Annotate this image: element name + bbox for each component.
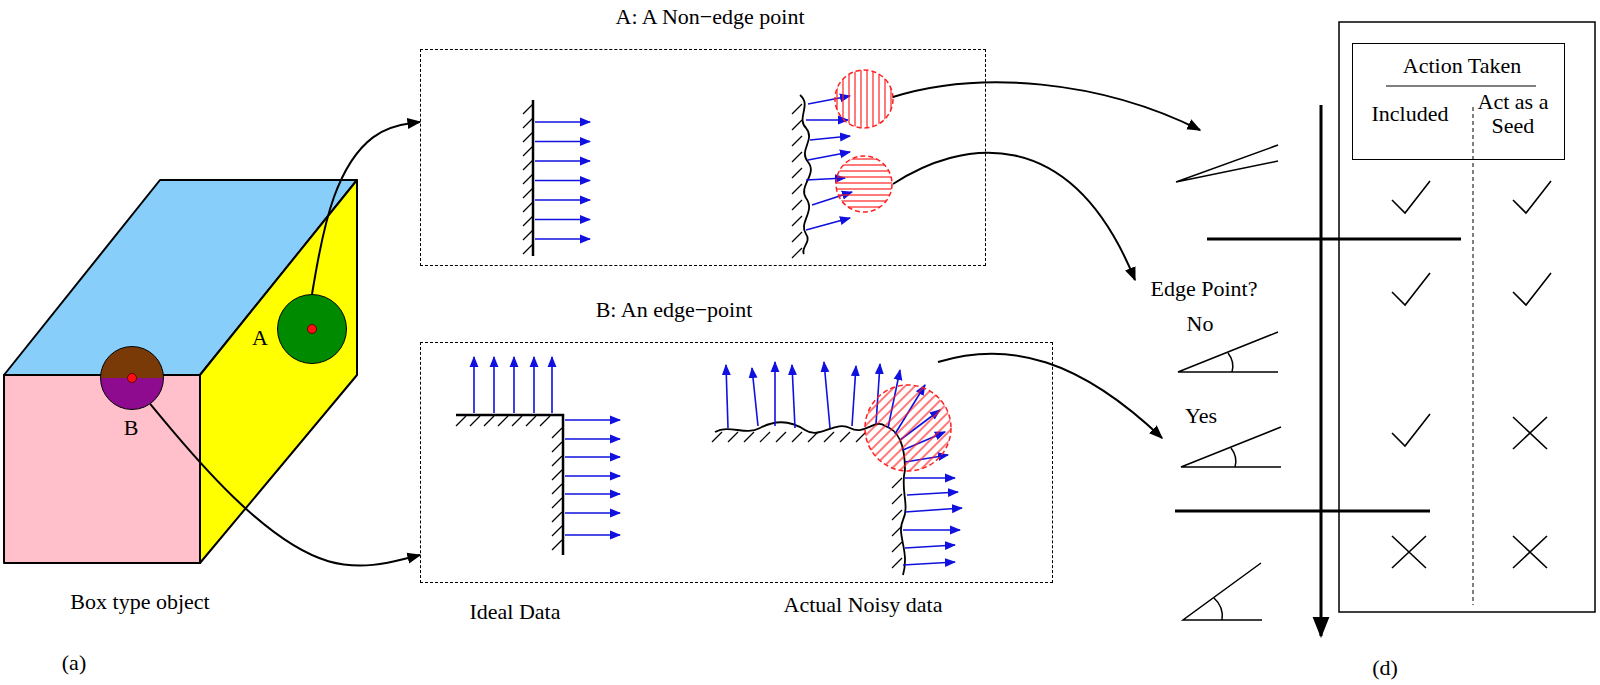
- connector-arrow: [312, 122, 420, 294]
- panel-box: A: A Non−edge point: [420, 49, 986, 266]
- answer-label: Yes: [1185, 404, 1217, 428]
- table-header: Action TakenIncluded Act as a Seed: [1352, 43, 1565, 160]
- panel-title: A: A Non−edge point: [615, 5, 804, 29]
- point-letter: A: [252, 326, 268, 350]
- figure-caption: Box type object: [70, 590, 209, 614]
- neighbourhood-circles: [835, 70, 951, 471]
- box-object: [4, 180, 357, 563]
- panel-tag: (a): [62, 651, 86, 675]
- centre-dot: [307, 324, 317, 334]
- data-caption: Ideal Data: [470, 600, 561, 624]
- column-heading: Act as a Seed: [1467, 90, 1559, 138]
- answer-label: No: [1187, 312, 1214, 336]
- table-heading: Action Taken: [1403, 54, 1521, 78]
- panel-title: B: An edge−point: [596, 298, 753, 322]
- centre-dot: [127, 373, 137, 383]
- point-circle: A: [277, 294, 347, 364]
- angle-symbols: [1176, 145, 1281, 620]
- noisy-wall-a: [800, 95, 811, 254]
- cross-marks: [1392, 417, 1547, 568]
- decision-table: [1175, 22, 1595, 636]
- connector-arrow: [150, 404, 420, 565]
- point-letter: B: [124, 416, 139, 440]
- ideal-corner-b: [456, 415, 563, 555]
- panel-tag: (d): [1372, 656, 1398, 680]
- wall-hatching: [456, 104, 902, 568]
- ideal-wall-a: [533, 100, 534, 256]
- point-circle: B: [100, 346, 164, 410]
- data-caption: Actual Noisy data: [784, 593, 943, 617]
- question-label: Edge Point?: [1151, 277, 1258, 301]
- column-heading: Included: [1372, 102, 1449, 126]
- leader-arrows: [893, 82, 1200, 438]
- normal-vectors: [474, 96, 962, 565]
- check-marks: [1392, 181, 1551, 446]
- panel-box: B: An edge−point: [420, 342, 1053, 583]
